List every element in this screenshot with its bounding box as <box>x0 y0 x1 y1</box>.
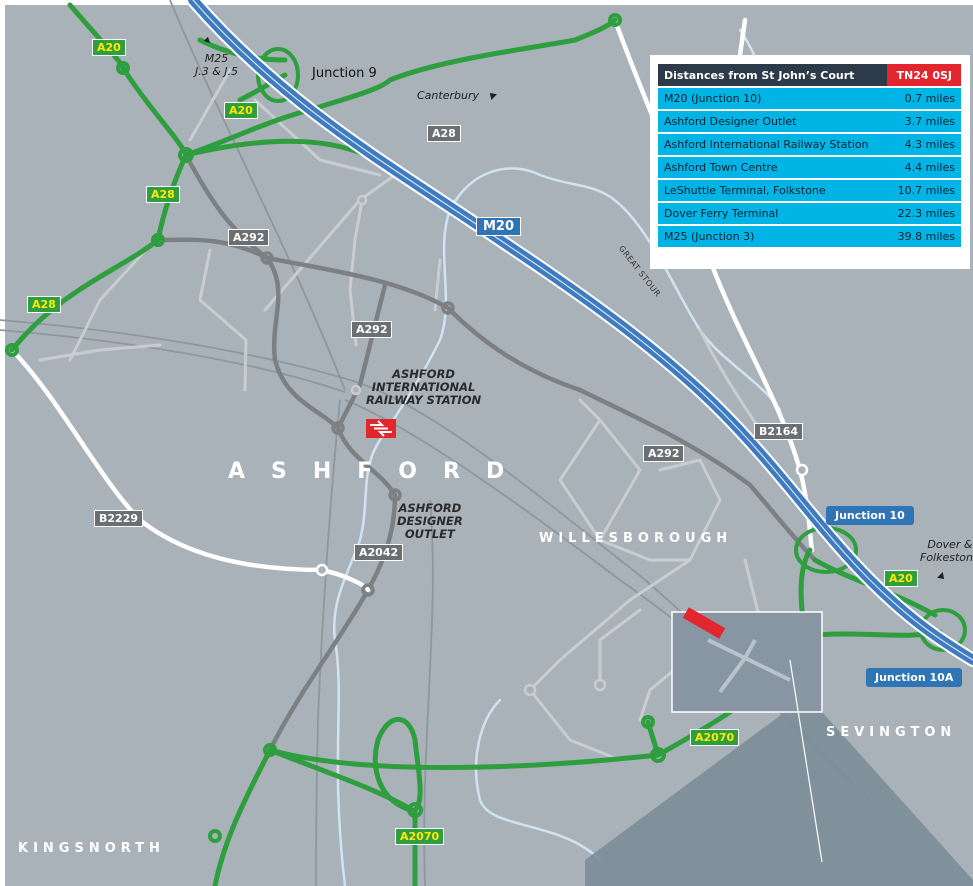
table-row: M20 (Junction 10) 0.7 miles <box>658 88 961 109</box>
distance-value: 39.8 miles <box>887 226 961 247</box>
road-label-a20: A20 <box>92 39 126 56</box>
white-roundabouts <box>315 194 809 697</box>
local-roads <box>155 152 818 753</box>
m20-motorway <box>186 0 973 667</box>
road-label-a28: A28 <box>427 125 461 142</box>
road-label-a2042: A2042 <box>354 544 404 561</box>
distance-place: M25 (Junction 3) <box>658 226 888 247</box>
road-label-a2070: A2070 <box>690 729 740 746</box>
distances-header-title: Distances from St John’s Court <box>658 64 888 86</box>
junction-10a-badge: Junction 10A <box>866 668 963 687</box>
table-row: Ashford International Railway Station 4.… <box>658 134 961 155</box>
distances-header-postcode: TN24 0SJ <box>887 64 961 86</box>
road-label-a2070: A2070 <box>395 828 445 845</box>
distance-value: 0.7 miles <box>887 88 961 109</box>
table-row: Dover Ferry Terminal 22.3 miles <box>658 203 961 224</box>
road-label-m20: M20 <box>476 217 522 236</box>
table-row: Ashford Town Centre 4.4 miles <box>658 157 961 178</box>
place-sevington: SEVINGTON <box>826 725 957 740</box>
road-label-b2164: B2164 <box>754 423 803 440</box>
road-label-a292: A292 <box>643 445 685 462</box>
distances-table: Distances from St John’s Court TN24 0SJ … <box>658 62 961 249</box>
distance-place: M20 (Junction 10) <box>658 88 888 109</box>
road-label-a28: A28 <box>27 296 61 313</box>
distance-value: 3.7 miles <box>887 111 961 132</box>
place-willesborough: WILLESBOROUGH <box>539 531 733 546</box>
distances-header-row: Distances from St John’s Court TN24 0SJ <box>658 64 961 86</box>
distance-value: 10.7 miles <box>887 180 961 201</box>
place-railway-station: ASHFORD INTERNATIONAL RAILWAY STATION <box>366 367 482 408</box>
table-row: Ashford Designer Outlet 3.7 miles <box>658 111 961 132</box>
road-label-b2229: B2229 <box>94 510 143 527</box>
direction-dover-folkestone-label: Dover & Folkestone <box>920 538 973 564</box>
place-designer-outlet: ASHFORD DESIGNER OUTLET <box>397 501 463 542</box>
distance-place: LeShuttle Terminal, Folkstone <box>658 180 888 201</box>
place-ashford: ASHFORD <box>228 459 531 484</box>
direction-canterbury-label: Canterbury <box>417 89 479 102</box>
site-marker <box>682 607 726 639</box>
distances-panel: Distances from St John’s Court TN24 0SJ … <box>650 55 970 269</box>
road-label-a20: A20 <box>224 102 258 119</box>
place-kingsnorth: KINGSNORTH <box>18 841 165 856</box>
distance-place: Ashford Designer Outlet <box>658 111 888 132</box>
table-row: LeShuttle Terminal, Folkstone 10.7 miles <box>658 180 961 201</box>
table-row: M25 (Junction 3) 39.8 miles <box>658 226 961 247</box>
direction-m25-label: M25 J.3 & J.5 <box>195 52 239 78</box>
distance-value: 22.3 miles <box>887 203 961 224</box>
national-rail-icon <box>366 419 396 438</box>
distance-place: Dover Ferry Terminal <box>658 203 888 224</box>
road-label-a20: A20 <box>884 570 918 587</box>
distance-place: Ashford International Railway Station <box>658 134 888 155</box>
site-inset <box>585 607 973 886</box>
distance-value: 4.3 miles <box>887 134 961 155</box>
road-label-a292: A292 <box>228 229 270 246</box>
distance-value: 4.4 miles <box>887 157 961 178</box>
junction-9-label: Junction 9 <box>312 66 377 81</box>
grey-roundabouts <box>260 251 455 597</box>
junction-10-badge: Junction 10 <box>826 506 914 525</box>
distance-place: Ashford Town Centre <box>658 157 888 178</box>
road-label-a292: A292 <box>351 321 393 338</box>
road-label-a28: A28 <box>146 186 180 203</box>
